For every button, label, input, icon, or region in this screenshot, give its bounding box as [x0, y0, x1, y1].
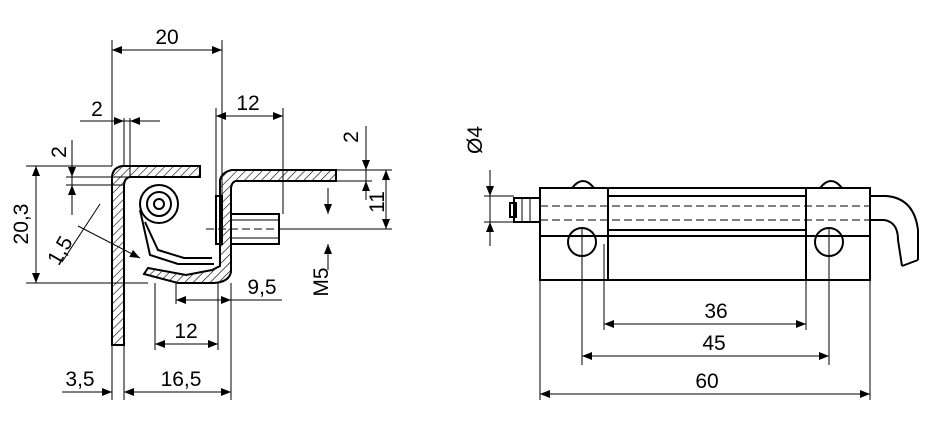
side-section-view: 20 2 12 2 20,3 1,5 2 11 M5 [10, 26, 392, 400]
dim-hole-spacing-inner: 36 [704, 300, 727, 323]
bent-pin-tip [901, 259, 919, 267]
knuckle-block-left [539, 187, 609, 281]
knuckle-block-right [805, 187, 871, 281]
dim-thread: M5 [310, 267, 333, 296]
pin-end-tip [509, 202, 517, 218]
dim-thickness-right: 2 [340, 131, 363, 143]
pin-end-nut [513, 197, 541, 223]
top-bump-left [571, 180, 595, 189]
hinge-arm-inner [144, 221, 212, 259]
dim-width-total: 20 [155, 26, 178, 49]
bolt-head [215, 195, 223, 245]
hinge-arm [139, 209, 214, 265]
hinge-body [539, 187, 871, 281]
right-leaf-section [142, 169, 337, 284]
dim-hole-spacing-outer: 45 [702, 332, 725, 355]
dim-offset-3-5: 3,5 [65, 368, 94, 391]
dim-leader-bend [61, 203, 101, 263]
dim-leader-bend [77, 225, 141, 259]
dim-length-total: 60 [695, 370, 718, 393]
dim-wall-thickness-top: 2 [91, 98, 103, 121]
dim-bottom-12: 12 [174, 320, 197, 343]
left-leaf-section [111, 165, 201, 346]
dim-pin-diameter: Ø4 [464, 126, 487, 154]
bent-pin-inner [870, 219, 903, 267]
bent-pin-outer [870, 195, 919, 260]
top-bump-right [819, 180, 843, 189]
dim-thickness-left: 2 [48, 146, 71, 158]
knuckle-inner-circle [146, 191, 172, 217]
dim-height-total: 20,3 [10, 204, 33, 245]
dim-offset-16-5: 16,5 [161, 368, 202, 391]
knuckle-outer-circle [139, 184, 179, 224]
dim-slot-height: 11 [366, 191, 389, 213]
dim-leaf-width: 12 [236, 92, 259, 115]
front-elevation-view: Ø4 36 45 60 [464, 126, 919, 400]
pin-circle [153, 198, 165, 210]
dim-bend-thickness: 1,5 [43, 232, 78, 269]
dim-offset-9-5: 9,5 [247, 276, 276, 299]
